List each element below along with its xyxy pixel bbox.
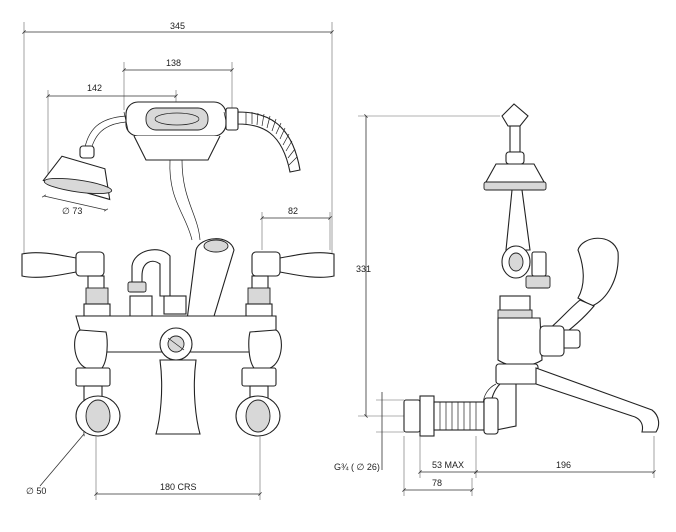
overall-height-label: 331 — [356, 264, 371, 274]
right-tap-lever — [245, 251, 335, 317]
dimension-inlet-thread: G¾ ( ∅ 26) — [334, 392, 404, 472]
side-shower-head — [483, 151, 547, 191]
left-tap-lever — [21, 251, 111, 317]
dimension-flange: ∅ 50 — [26, 431, 85, 496]
handset-width-label: 138 — [166, 58, 181, 68]
shower-head-diameter-label: ∅ 73 — [62, 206, 82, 216]
side-cradle-hook — [501, 103, 529, 153]
dimension-handset-width: 138 — [122, 58, 234, 110]
diverter-valve — [127, 238, 235, 337]
dimension-spout-reach: 196 — [474, 436, 656, 478]
inlet-thread-label: G¾ ( ∅ 26) — [334, 462, 380, 472]
spout-reach-label: 196 — [556, 460, 571, 470]
front-view: 345 138 142 — [21, 21, 335, 500]
flange-diameter-label: ∅ 50 — [26, 486, 46, 496]
dimension-overall-height: 331 — [356, 114, 500, 418]
dimension-centres: 180 CRS — [94, 436, 262, 500]
mixer-body — [74, 315, 282, 435]
centres-label: 180 CRS — [160, 482, 197, 492]
left-leg — [75, 367, 121, 437]
right-leg — [235, 367, 281, 437]
side-view: 331 — [334, 103, 660, 496]
hose-offset-label: 142 — [87, 83, 102, 93]
lever-length-label: 82 — [288, 206, 298, 216]
handset-cradle — [169, 159, 201, 241]
side-stem — [501, 189, 551, 289]
side-wall-inlet — [403, 395, 499, 437]
side-body — [495, 295, 565, 385]
tail-length-label: 53 MAX — [432, 460, 464, 470]
dimension-tail-length: 53 MAX — [418, 436, 478, 478]
overall-width-label: 345 — [170, 21, 185, 31]
dimension-overall-width: 345 — [22, 21, 334, 258]
shower-handset — [123, 101, 239, 161]
shower-head — [42, 145, 113, 201]
dimension-shower-head: ∅ 73 — [41, 194, 109, 216]
dimension-flange-to-body: 78 — [402, 436, 474, 496]
flange-to-body-label: 78 — [432, 478, 442, 488]
dimension-lever-length: 82 — [260, 206, 332, 250]
